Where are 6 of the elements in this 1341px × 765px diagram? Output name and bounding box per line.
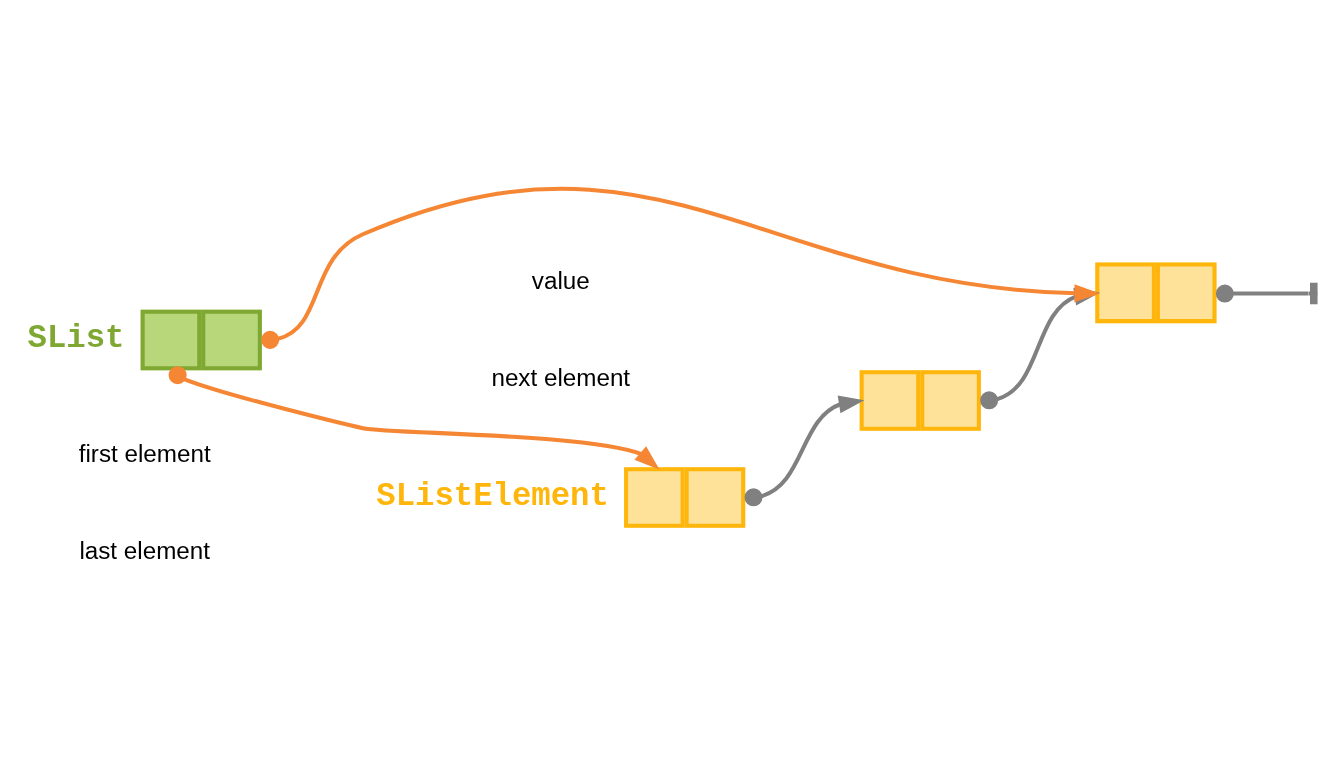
node-label: SList bbox=[27, 319, 125, 357]
label: value bbox=[531, 266, 590, 294]
label: first element bbox=[78, 439, 211, 467]
label: next element bbox=[491, 363, 631, 391]
label: last element bbox=[79, 536, 210, 564]
node-label: SListElement bbox=[376, 477, 609, 514]
